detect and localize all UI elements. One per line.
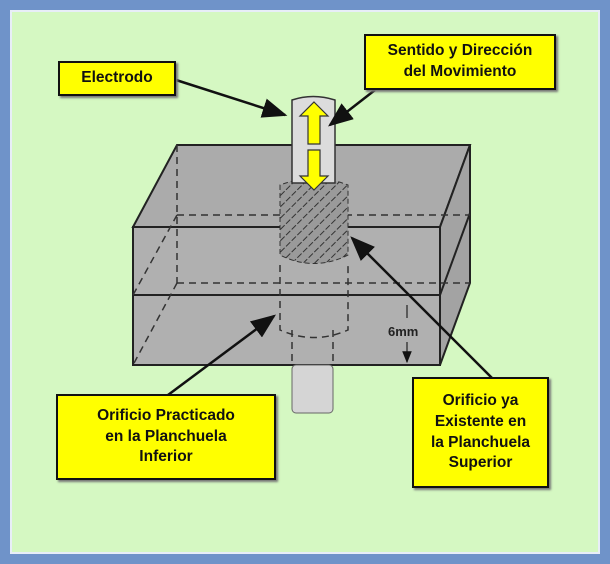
double-arrow-icon — [298, 101, 330, 191]
leader-lines — [167, 78, 493, 397]
label-line: Orificio Practicado — [97, 406, 235, 424]
thickness-dimension: 6mm — [388, 305, 418, 364]
label-line: Inferior — [139, 448, 193, 466]
label-movement: Sentido y Dirección del Movimiento — [364, 34, 556, 90]
label-existing-hole: Orificio ya Existente en la Planchuela S… — [412, 377, 549, 488]
label-drilled-hole: Orificio Practicado en la Planchuela Inf… — [56, 394, 276, 480]
label-line: Superior — [448, 454, 513, 472]
existing-hole-hatch — [279, 178, 349, 264]
label-electrode-text: Electrodo — [81, 69, 153, 87]
label-electrode: Electrodo — [58, 61, 176, 96]
label-line: la Planchuela — [430, 433, 531, 451]
label-line: Sentido y Dirección — [387, 42, 533, 60]
label-line: Orificio ya — [442, 391, 519, 409]
thickness-label: 6mm — [388, 324, 418, 339]
label-line: en la Planchuela — [105, 427, 227, 445]
label-line: del Movimiento — [403, 63, 517, 80]
label-line: Existente en — [434, 412, 527, 430]
